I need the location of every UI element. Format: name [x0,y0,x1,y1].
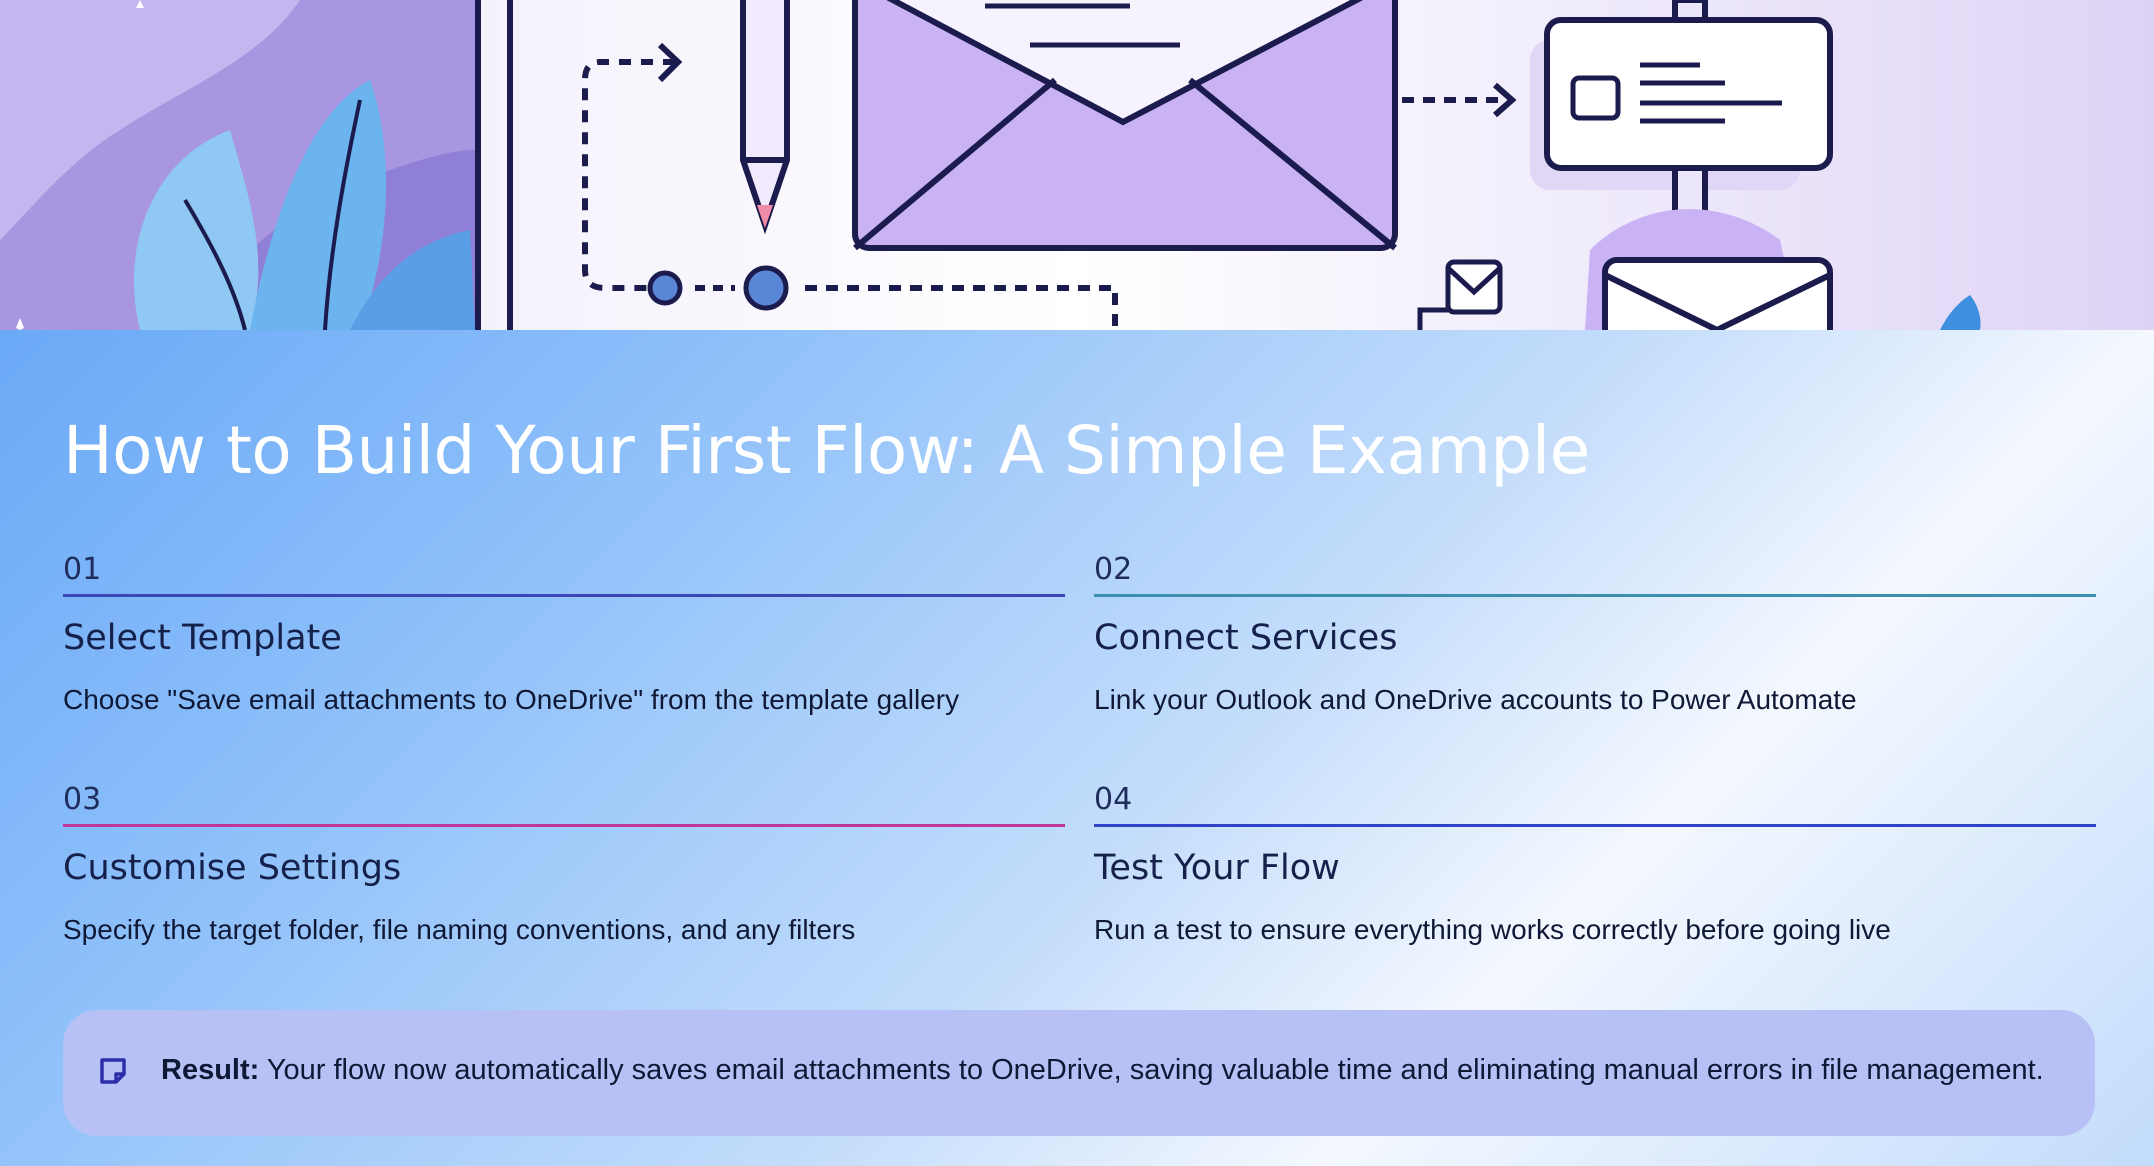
step-card-2: 02 Connect Services Link your Outlook an… [1094,550,2096,717]
note-icon [100,1058,126,1084]
step-title: Select Template [63,618,342,658]
result-label: Result: [161,1054,260,1086]
page-title: How to Build Your First Flow: A Simple E… [63,412,1590,489]
step-number: 03 [63,782,102,817]
step-divider [1094,824,2096,827]
result-text: Result: Your flow now automatically save… [161,1052,2044,1088]
step-number: 04 [1094,782,1133,817]
step-description: Run a test to ensure everything works co… [1094,914,1891,945]
workflow-illustration [0,0,1981,330]
step-card-3: 03 Customise Settings Specify the target… [63,780,1065,947]
step-divider [63,824,1065,827]
step-title: Connect Services [1094,618,1398,658]
step-number: 01 [63,552,102,587]
result-callout: Result: Your flow now automatically save… [63,1010,2095,1136]
step-description: Choose "Save email attachments to OneDri… [63,684,960,715]
step-divider [1094,594,2096,597]
id-card-icon [1544,17,1833,171]
step-description: Specify the target folder, file naming c… [63,914,856,945]
step-card-1: 01 Select Template Choose "Save email at… [63,550,1065,717]
step-divider [63,594,1065,597]
result-body: Your flow now automatically saves email … [259,1054,2044,1086]
step-title: Test Your Flow [1094,848,1340,888]
step-title: Customise Settings [63,848,402,888]
hero-illustration [0,0,2154,330]
content-panel: How to Build Your First Flow: A Simple E… [0,330,2154,1166]
step-description: Link your Outlook and OneDrive accounts … [1094,684,1857,715]
pencil-icon [740,0,790,235]
step-number: 02 [1094,552,1133,587]
step-card-4: 04 Test Your Flow Run a test to ensure e… [1094,780,2096,947]
